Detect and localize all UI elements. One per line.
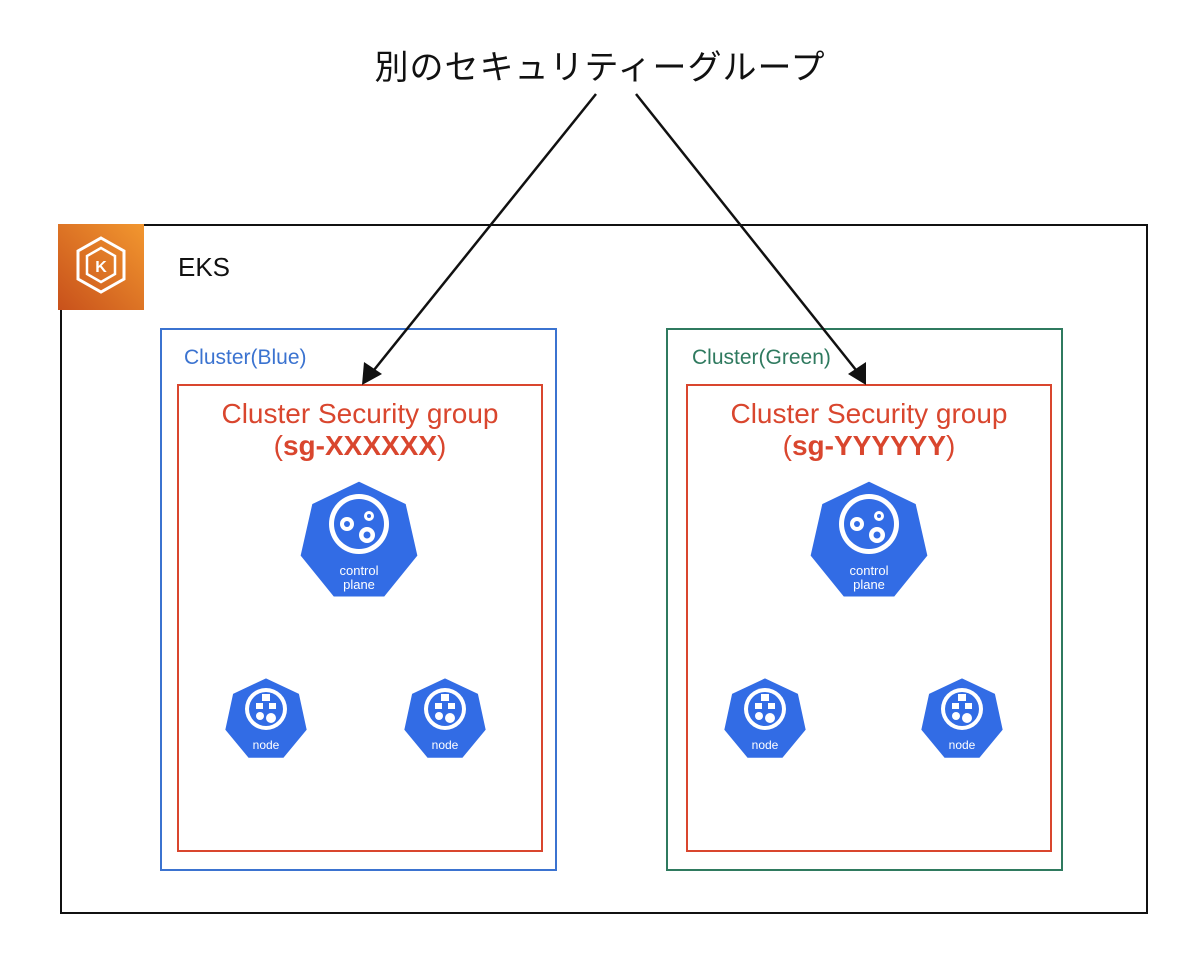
security-group-id-line: (sg-XXXXXX) <box>177 430 543 462</box>
node-label: node <box>752 738 779 752</box>
node-label: node <box>432 738 459 752</box>
paren-open: ( <box>782 430 792 461</box>
cluster-blue-label: Cluster(Blue) <box>184 346 307 369</box>
node-label: node <box>253 738 280 752</box>
svg-text:K: K <box>95 259 107 276</box>
security-group-title: Cluster Security group <box>730 398 1008 429</box>
control-plane-line1: control <box>339 563 378 578</box>
paren-open: ( <box>273 430 283 461</box>
node-icon: node <box>399 674 491 762</box>
paren-close: ) <box>437 430 447 461</box>
security-group-id-line: (sg-YYYYYY) <box>686 430 1052 462</box>
diagram-heading: 別のセキュリティーグループ <box>374 48 826 88</box>
eks-label: EKS <box>178 252 231 282</box>
node-icon: node <box>916 674 1008 762</box>
cluster-blue-box <box>160 328 557 871</box>
control-plane-line1: control <box>849 563 888 578</box>
node-label: node <box>949 738 976 752</box>
control-plane-line2: plane <box>853 577 885 592</box>
security-group-id: sg-YYYYYY <box>791 430 947 461</box>
security-group-green-box <box>686 384 1052 852</box>
cluster-green-label: Cluster(Green) <box>692 346 831 369</box>
security-group-id: sg-XXXXXX <box>282 430 438 461</box>
cluster-green-box <box>666 328 1063 871</box>
security-group-blue-box <box>177 384 543 852</box>
control-plane-icon: control plane <box>803 476 935 602</box>
node-icon: node <box>220 674 312 762</box>
security-group-title: Cluster Security group <box>221 398 499 429</box>
arrow-to-blue-security-group <box>362 93 597 385</box>
control-plane-line2: plane <box>343 577 375 592</box>
eks-container <box>60 224 1148 914</box>
paren-close: ) <box>946 430 956 461</box>
security-group-green-title: Cluster Security group (sg-YYYYYY) <box>686 398 1052 462</box>
control-plane-icon: control plane <box>293 476 425 602</box>
security-group-blue-title: Cluster Security group (sg-XXXXXX) <box>177 398 543 462</box>
node-icon: node <box>719 674 811 762</box>
eks-icon: K <box>58 224 144 310</box>
arrow-to-green-security-group <box>635 93 866 385</box>
